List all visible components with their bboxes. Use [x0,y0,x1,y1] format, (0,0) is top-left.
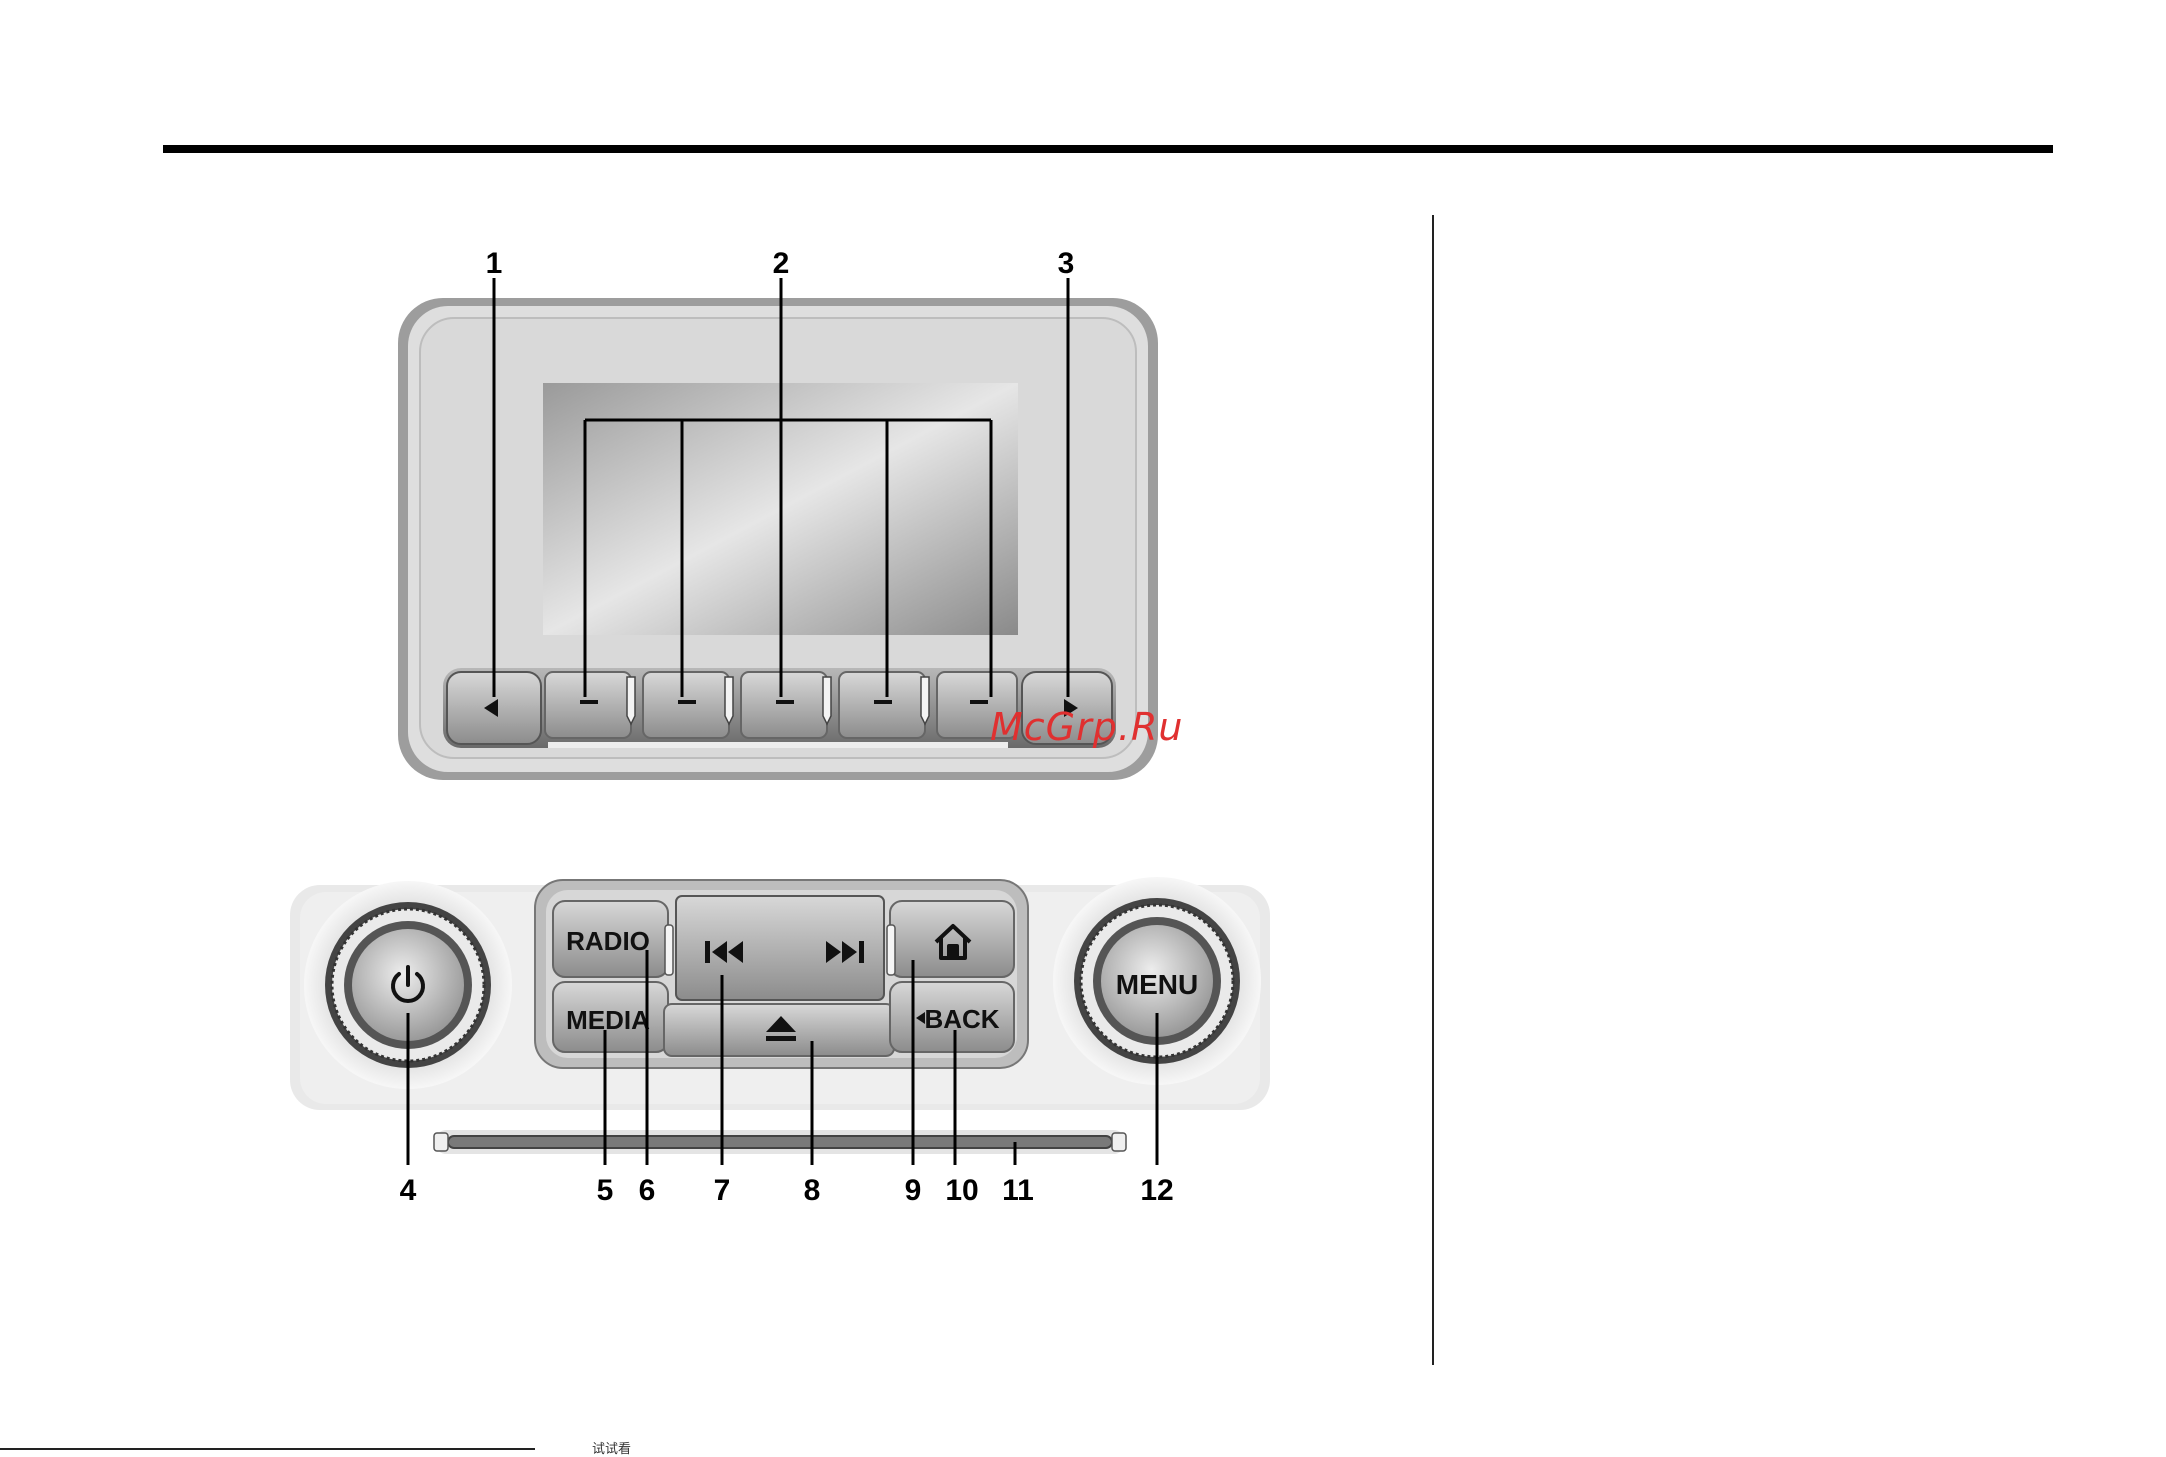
callout-2: 2 [773,247,790,280]
control-panel: MENU RADIO MEDIA [290,877,1270,1154]
softkey-1[interactable] [545,672,631,738]
softkey-3[interactable] [741,672,827,738]
back-button[interactable]: BACK [890,982,1014,1052]
callout-7: 7 [714,1174,731,1207]
watermark: McGrp.Ru [990,705,1183,749]
callout-4: 4 [400,1174,417,1207]
softkey-base [548,742,1008,748]
cd-slot[interactable] [434,1130,1126,1154]
radio-label: RADIO [566,926,650,956]
softkey-2[interactable] [643,672,729,738]
menu-label: MENU [1116,969,1198,1000]
callout-8: 8 [804,1174,821,1207]
callout-10: 10 [945,1174,978,1207]
back-label: BACK [924,1004,999,1034]
media-button[interactable]: MEDIA [553,982,668,1052]
home-button[interactable] [890,901,1014,977]
softkey-4[interactable] [839,672,925,738]
callout-6: 6 [639,1174,656,1207]
callout-9: 9 [905,1174,922,1207]
eject-button[interactable] [664,1004,894,1056]
seek-button[interactable] [676,896,884,1000]
callout-11: 11 [1002,1174,1034,1207]
radio-button[interactable]: RADIO [553,901,668,977]
callout-5: 5 [597,1174,614,1207]
callout-3: 3 [1058,247,1075,280]
media-label: MEDIA [566,1005,650,1035]
divider-post-right [887,925,895,975]
divider-post-left [665,925,673,975]
callout-1: 1 [486,247,503,280]
callout-12: 12 [1140,1174,1173,1207]
